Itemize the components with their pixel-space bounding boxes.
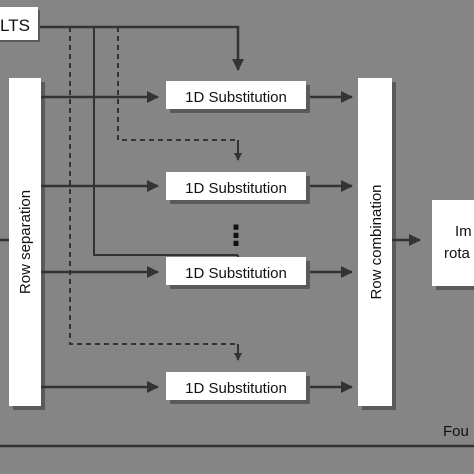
ults-label: LTS bbox=[0, 16, 30, 35]
row-arrows-right bbox=[310, 91, 353, 393]
image-rotation-label-2: rota bbox=[444, 245, 471, 262]
row-separation-label: Row separation bbox=[17, 190, 34, 294]
substitution-label-2: 1D Substitution bbox=[185, 180, 287, 197]
substitution-label-4: 1D Substitution bbox=[185, 380, 287, 397]
top-connector bbox=[40, 25, 244, 71]
substitution-box-3: 1D Substitution bbox=[166, 257, 310, 289]
ults-box: LTS bbox=[0, 7, 40, 42]
image-rotation-label-1: Im bbox=[455, 223, 472, 240]
substitution-box-4: 1D Substitution bbox=[166, 372, 310, 404]
bottom-label: Fou bbox=[443, 423, 469, 440]
row-arrows-left bbox=[41, 91, 159, 393]
substitution-label-1: 1D Substitution bbox=[185, 89, 287, 106]
row-combination-label: Row combination bbox=[368, 184, 385, 299]
row-separation-box: Row separation bbox=[9, 78, 45, 410]
substitution-label-3: 1D Substitution bbox=[185, 265, 287, 282]
image-rotation-box: Im rota bbox=[432, 200, 474, 290]
row-combination-box: Row combination bbox=[358, 78, 396, 410]
substitution-box-1: 1D Substitution bbox=[166, 81, 310, 113]
vertical-ellipsis: ⋮ bbox=[222, 219, 250, 252]
substitution-box-2: 1D Substitution bbox=[166, 172, 310, 204]
